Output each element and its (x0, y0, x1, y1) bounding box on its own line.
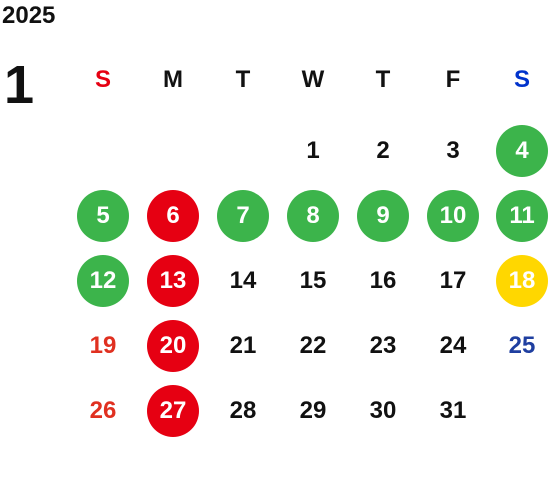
weekday-label: S (94, 66, 111, 93)
day-cell[interactable]: 31 (439, 397, 467, 424)
day-cell[interactable]: 27 (147, 385, 199, 437)
day-cell[interactable]: 26 (89, 397, 117, 424)
day-cell[interactable]: 16 (369, 267, 397, 294)
weekday-label: T (235, 66, 251, 93)
weekday-label: S (513, 66, 530, 93)
day-cell[interactable]: 15 (299, 267, 327, 294)
day-cell[interactable]: 28 (229, 397, 257, 424)
weekday-label: M (163, 66, 183, 93)
day-cell[interactable]: 29 (299, 397, 327, 424)
day-cell[interactable]: 17 (439, 267, 467, 294)
day-cell[interactable]: 4 (496, 125, 548, 177)
day-cell[interactable]: 10 (427, 190, 479, 242)
day-cell[interactable]: 8 (287, 190, 339, 242)
day-cell[interactable]: 11 (496, 190, 548, 242)
day-cell[interactable]: 12 (77, 255, 129, 307)
day-cell[interactable]: 7 (217, 190, 269, 242)
day-cell[interactable]: 9 (357, 190, 409, 242)
day-cell[interactable]: 3 (446, 137, 460, 164)
day-cell[interactable]: 21 (229, 332, 257, 359)
calendar-year: 2025 (2, 2, 56, 29)
weekday-label: T (375, 66, 391, 93)
day-cell[interactable]: 6 (147, 190, 199, 242)
day-cell[interactable]: 25 (508, 332, 536, 359)
day-cell[interactable]: 14 (229, 267, 257, 294)
day-cell[interactable]: 19 (89, 332, 117, 359)
day-cell[interactable]: 13 (147, 255, 199, 307)
day-cell[interactable]: 18 (496, 255, 548, 307)
calendar-month: 1 (4, 55, 35, 115)
weekday-label: F (445, 66, 461, 93)
day-cell[interactable]: 5 (77, 190, 129, 242)
day-cell[interactable]: 1 (306, 137, 320, 164)
day-cell[interactable]: 22 (299, 332, 327, 359)
day-cell[interactable]: 23 (369, 332, 397, 359)
day-cell[interactable]: 2 (376, 137, 390, 164)
day-cell[interactable]: 20 (147, 320, 199, 372)
day-cell[interactable]: 30 (369, 397, 397, 424)
day-cell[interactable]: 24 (439, 332, 467, 359)
weekday-label: W (301, 66, 325, 93)
